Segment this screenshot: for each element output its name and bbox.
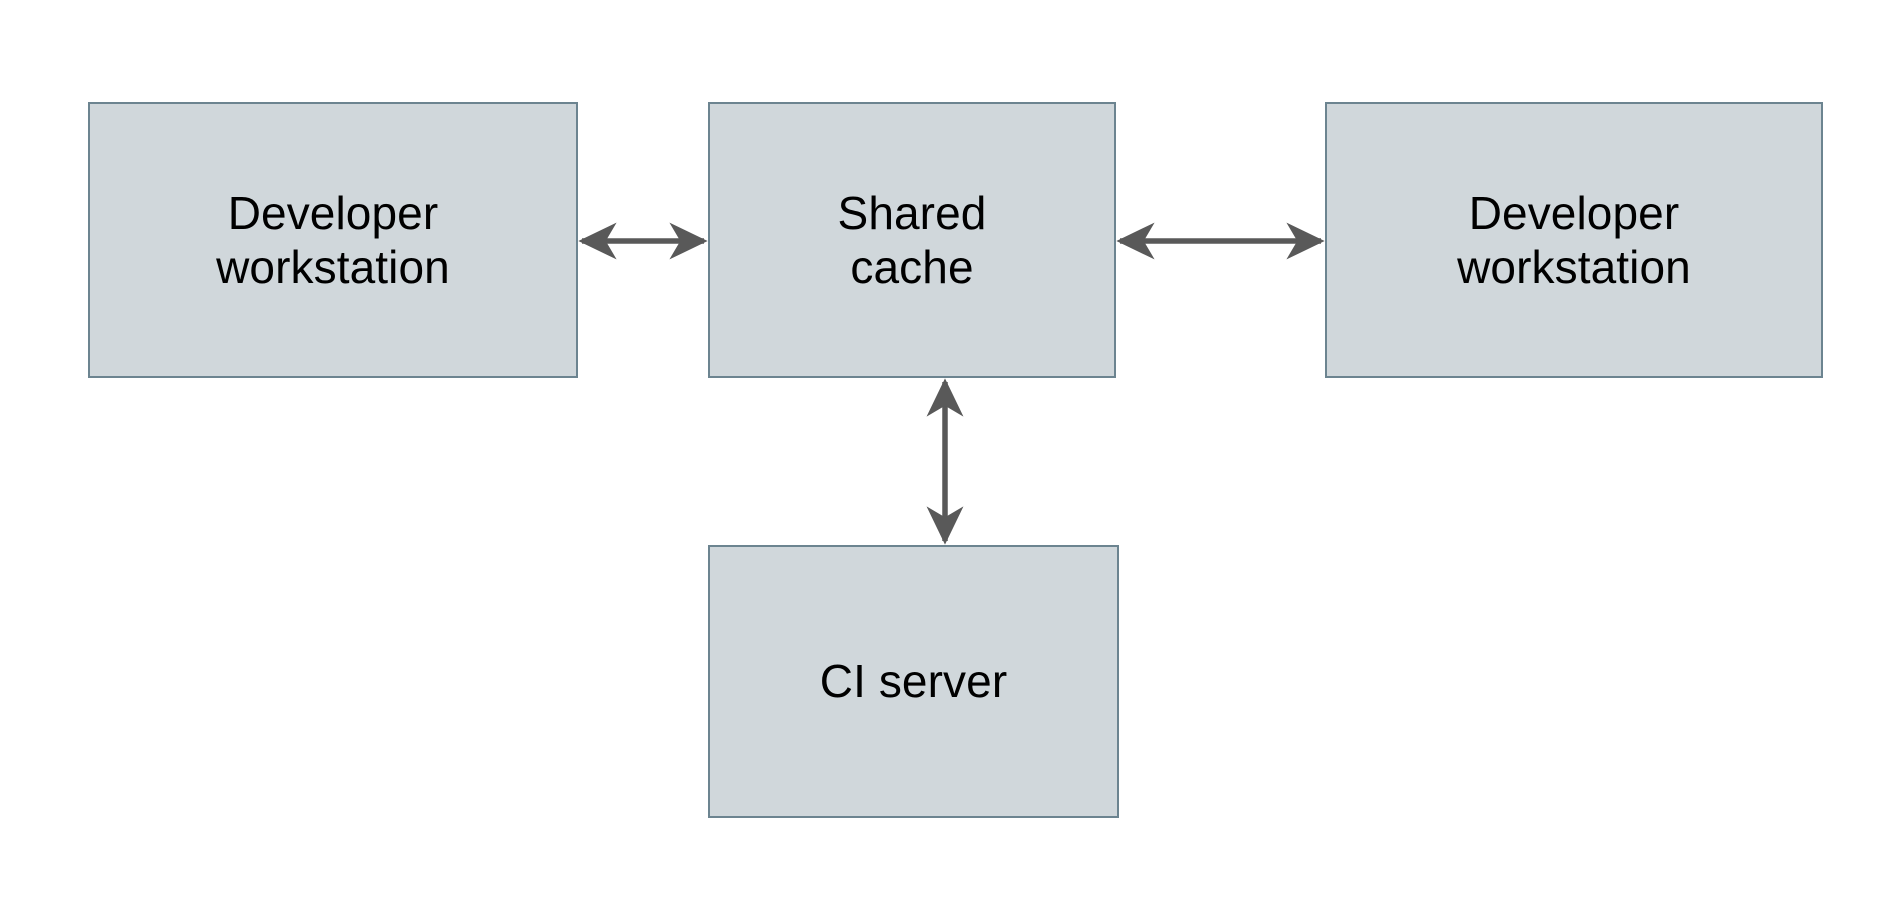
node-label: Shared cache (837, 186, 987, 293)
node-label: CI server (819, 655, 1008, 708)
node-developer-workstation-right[interactable]: Developer workstation (1325, 102, 1823, 378)
node-shared-cache[interactable]: Shared cache (708, 102, 1116, 378)
node-ci-server[interactable]: CI server (708, 545, 1119, 818)
node-developer-workstation-left[interactable]: Developer workstation (88, 102, 578, 378)
node-label: Developer workstation (1457, 186, 1691, 293)
node-label: Developer workstation (216, 186, 450, 293)
